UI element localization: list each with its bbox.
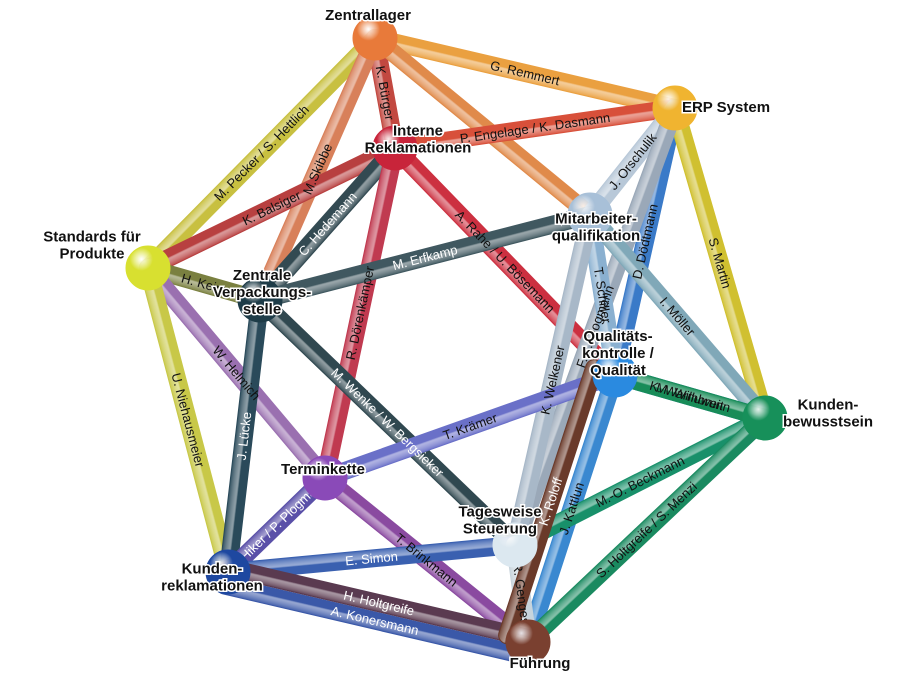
node-mitarbeiter [567, 192, 613, 238]
edge-label: J. Lücke [234, 411, 255, 461]
node-label-line: bewusstsein [783, 414, 873, 431]
node-fuehrung [505, 619, 551, 665]
edge-highlight [582, 207, 773, 426]
node-label-line: kontrolle / [582, 345, 655, 362]
node-label-line: Qualitäts- [583, 328, 652, 345]
edge-highlight [252, 30, 383, 308]
edge-label: M. Willuweit [655, 380, 726, 414]
node-label-line: Steuerung [463, 521, 537, 538]
edge-highlight [607, 367, 773, 426]
edge-label: I. Möller [657, 294, 699, 339]
node-label-line: qualifikation [552, 228, 640, 245]
node-label-line: Verpackungs- [213, 284, 311, 301]
node-label-erp: ERP System [682, 99, 770, 116]
node-interne [372, 125, 418, 171]
edge-label: E. Simon [345, 549, 399, 569]
edge-highlight [220, 560, 537, 647]
edge-highlight [140, 260, 236, 580]
edge-highlight [317, 367, 623, 486]
node-label-line: Mitarbeiter- [555, 211, 637, 228]
edge-highlight [499, 360, 603, 644]
edge-highlight [582, 207, 623, 383]
edge-highlight [220, 470, 333, 580]
node-label-line: Qualität [590, 362, 646, 379]
node-label-line: Führung [510, 655, 571, 672]
node-label-line: Kunden- [182, 561, 243, 578]
edge-highlight [507, 100, 683, 553]
edge-label: S. Martin [706, 236, 735, 290]
node-label-mitarbeiter: Mitarbeiter-qualifikation [552, 211, 640, 245]
node-label-terminkette: Terminkette [281, 461, 365, 478]
node-qualitaet [592, 352, 638, 398]
node-label-qualitaet: Qualitäts-kontrolle /Qualität [582, 328, 655, 379]
edge-highlight [252, 140, 403, 308]
node-label-line: Reklamationen [365, 140, 472, 157]
edge-highlight [387, 140, 623, 383]
edge-highlight [667, 100, 773, 426]
edge-highlight [520, 410, 773, 650]
edge-highlight [140, 30, 383, 276]
node-label-kundenbewusstsein: Kunden-bewusstsein [783, 397, 873, 431]
node-zentrale [237, 277, 283, 323]
edge-highlight [220, 292, 268, 580]
edge-label: T. Krämer [441, 410, 500, 443]
edge-highlight [220, 537, 523, 580]
edge-highlight [216, 577, 533, 664]
edge-highlight [317, 140, 403, 486]
node-label-line: stelle [243, 301, 281, 318]
node-terminkette [302, 455, 348, 501]
node-label-line: reklamationen [161, 578, 263, 595]
edge-highlight [140, 140, 403, 276]
node-zentrallager [352, 15, 398, 61]
node-kundenbewusstsein [742, 395, 788, 441]
node-standards [125, 245, 171, 291]
node-label-line: Zentrale [233, 267, 291, 284]
edge-highlight [252, 292, 523, 553]
edge-highlight [367, 30, 683, 116]
node-label-line: Interne [393, 123, 443, 140]
node-label-line: Standards für [43, 229, 141, 246]
node-label-line: Terminkette [281, 461, 365, 478]
edge-highlight [140, 260, 333, 486]
edge-label: M. Erfkamp [391, 242, 459, 273]
node-label-line: ERP System [682, 99, 770, 116]
node-label-fuehrung: Führung [510, 655, 571, 672]
nodes-layer [125, 15, 788, 665]
node-kundenreklamationen [205, 549, 251, 595]
edge-highlight [507, 410, 773, 553]
node-erp [652, 85, 698, 131]
edge-highlight [507, 207, 598, 553]
node-label-line: Zentrallager [325, 7, 411, 24]
edges-layer [139, 29, 774, 665]
node-label-zentrallager: Zentrallager [325, 7, 411, 24]
node-label-kundenreklamationen: Kunden-reklamationen [161, 561, 263, 595]
edge-highlight [252, 207, 598, 308]
edge-highlight [387, 100, 683, 156]
node-label-line: Produkte [59, 246, 124, 263]
node-label-line: Kunden- [798, 397, 859, 414]
edge-label: G. Remmert [489, 58, 562, 89]
node-label-line: Tagesweise [458, 504, 541, 521]
node-tagesweise [492, 522, 538, 568]
